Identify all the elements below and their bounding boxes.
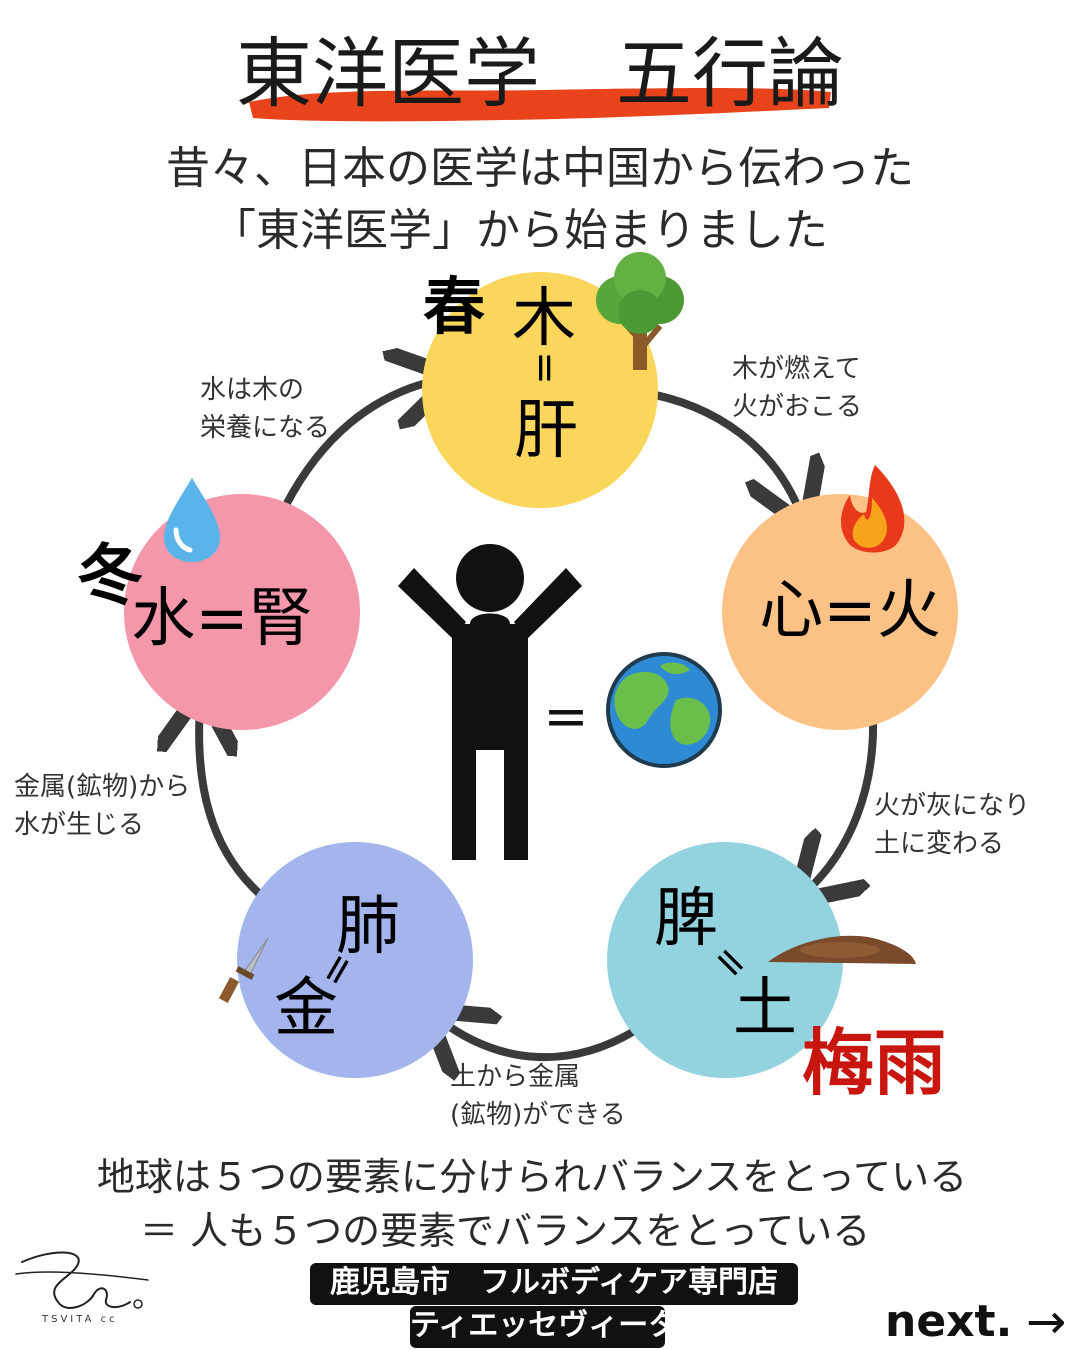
arrow-wood-to-fire xyxy=(636,388,800,512)
wood-organ-top: 木 xyxy=(512,282,576,356)
next-arrow-icon[interactable]: → xyxy=(1026,1294,1067,1350)
water-label: 水=腎 xyxy=(131,582,313,656)
fire-circle xyxy=(722,494,958,730)
note-wood-to-fire: 木が燃えて 火がおこる xyxy=(732,354,869,422)
fire-label: 心=火 xyxy=(759,574,941,648)
wood-equals: = xyxy=(522,351,568,385)
arrow-fire-to-earth xyxy=(808,712,878,890)
note-metal-to-water: 金属(鉱物)から 水が生じる xyxy=(14,772,199,840)
earth-organ-bottom: 土 xyxy=(733,972,797,1046)
wood-organ-bottom: 肝 xyxy=(514,394,578,468)
intro-line-2: 「東洋医学」から始まりました xyxy=(212,205,828,256)
shop-name-badge: 鹿児島市 フルボディケア専門店 xyxy=(310,1263,798,1305)
earth-organ-top: 脾 xyxy=(654,882,718,956)
tree-icon xyxy=(596,252,684,370)
arrow-water-to-wood xyxy=(282,380,438,509)
title-underline-brush xyxy=(249,88,831,122)
earth-circle xyxy=(607,842,843,1078)
shop-brand-badge: ティエッセヴィータ xyxy=(410,1306,678,1348)
water-drop-icon xyxy=(164,478,220,562)
arrow-earth-to-metal xyxy=(440,1020,640,1057)
metal-organ-top: 肺 xyxy=(336,890,400,964)
note-water-to-wood: 水は木の 栄養になる xyxy=(200,375,330,443)
dagger-icon xyxy=(218,937,269,1003)
brand-logo xyxy=(15,1251,149,1309)
closing-line-2: ＝ 人も５つの要素でバランスをとっている xyxy=(140,1209,871,1253)
water-season: 冬 xyxy=(77,537,143,614)
soil-icon xyxy=(768,935,916,964)
closing-line-1: 地球は５つの要素に分けられバランスをとっている xyxy=(96,1155,968,1199)
metal-circle xyxy=(237,842,473,1078)
metal-organ-bottom: 金 xyxy=(274,972,338,1046)
person-icon xyxy=(398,544,582,860)
arrow-metal-to-water xyxy=(199,706,266,900)
note-earth-to-metal: 土から金属 (鉱物)ができる xyxy=(450,1062,626,1130)
cycle-arrows xyxy=(199,380,878,1057)
globe-icon xyxy=(606,652,722,768)
note-fire-to-earth: 火が灰になり 土に変わる xyxy=(874,791,1038,859)
center-equals: = xyxy=(543,685,588,748)
page-title: 東洋医学 五行論 xyxy=(236,29,844,118)
intro-line-1: 昔々、日本の医学は中国から伝わった xyxy=(166,143,914,194)
wood-circle xyxy=(422,272,658,508)
next-button-label[interactable]: next. xyxy=(885,1296,1013,1347)
flame-icon xyxy=(841,465,905,553)
brand-logo-text: TSVITA cc xyxy=(42,1314,118,1325)
wood-season: 春 xyxy=(423,270,485,343)
earth-season: 梅雨 xyxy=(802,1021,946,1105)
